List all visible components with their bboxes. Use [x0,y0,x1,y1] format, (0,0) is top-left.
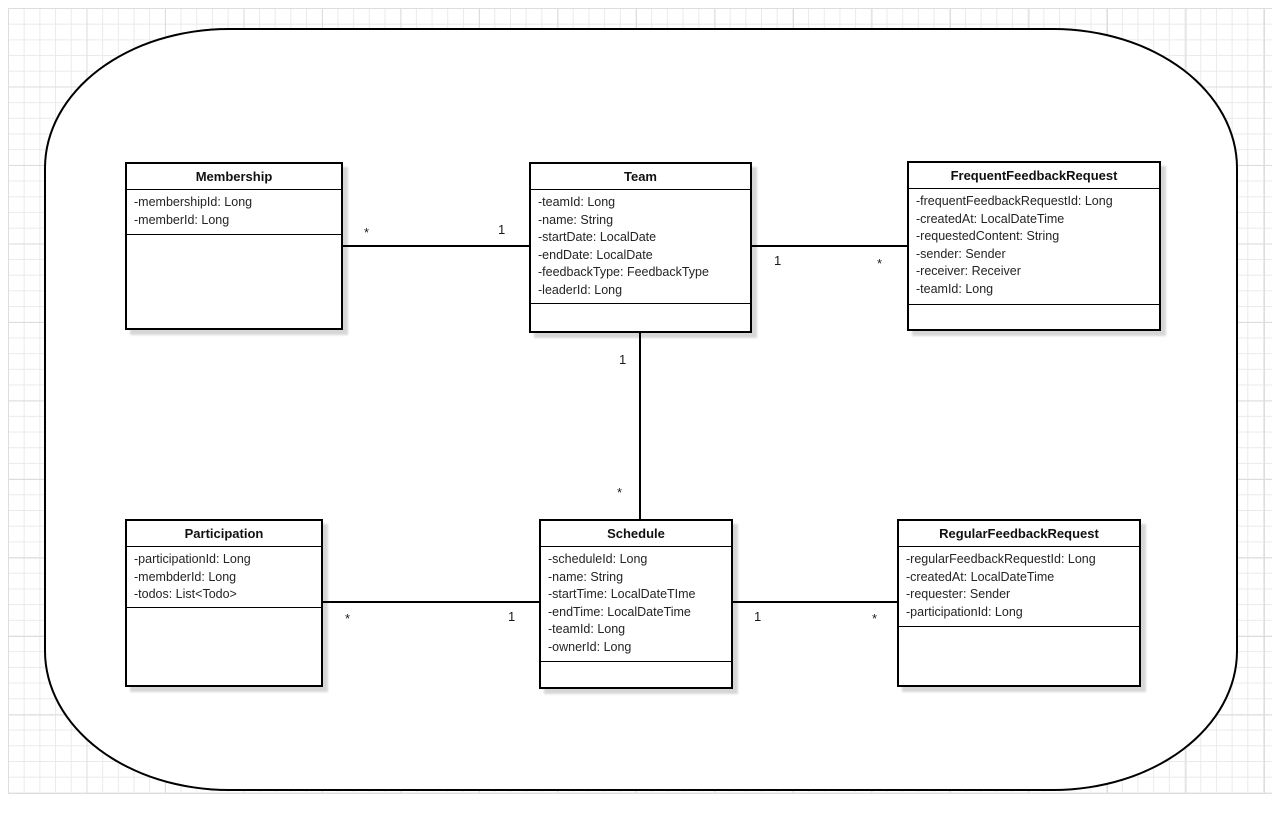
class-attributes: -participationId: Long -membderId: Long -t… [127,547,321,608]
edge-membership-team[interactable] [343,245,531,247]
class-methods-empty [541,662,731,687]
attribute-line: -leaderId: Long [538,282,623,297]
multiplicity-label: 1 [754,609,762,624]
multiplicity-label: 1 [619,352,627,367]
attribute-line: -sender: Sender [916,246,1006,261]
attribute-line: -feedbackType: FeedbackType [538,265,709,280]
attribute-line: -createdAt: LocalDateTime [916,211,1065,226]
multiplicity-label: * [364,225,370,240]
class-methods-empty [899,627,1139,685]
edge-team-schedule[interactable] [639,333,641,520]
attribute-line: -frequentFeedbackRequestId: Long [916,194,1113,208]
class-attributes: -frequentFeedbackRequestId: Long -created… [909,189,1159,305]
class-box-membership[interactable]: Membership -membershipId: Long -memberId:… [125,162,343,330]
class-box-schedule[interactable]: Schedule -scheduleId: Long-name: String-… [539,519,733,689]
attribute-line: -membderId: Long [134,569,237,584]
attribute-line: -name: String [548,569,624,584]
edge-team-frequentfeedbackrequest[interactable] [752,245,908,247]
attribute-line: -createdAt: LocalDateTime [906,569,1055,584]
attribute-line: -startDate: LocalDate [538,230,657,245]
attribute-line: -teamId: Long [548,622,626,637]
multiplicity-label: 1 [498,222,506,237]
edge-schedule-regularfeedbackrequest[interactable] [733,601,898,603]
class-attributes: -teamId: Long -name: String -startDate: Lo… [531,190,750,304]
class-box-participation[interactable]: Participation -participationId: Long -mem… [125,519,323,687]
class-methods-empty [127,235,341,328]
attribute-line: -requestedContent: String [916,229,1060,244]
attribute-line: -requester: Sender [906,587,1011,602]
attribute-line: -participationId: Long [134,552,251,566]
class-title: FrequentFeedbackRequest [909,163,1159,189]
attribute-line: -endTime: LocalDateTime [548,604,691,619]
class-title: Participation [127,521,321,547]
multiplicity-label: * [617,485,623,500]
multiplicity-label: * [345,611,351,626]
attribute-line: -ownerId: Long [548,639,632,654]
attribute-line: -teamId: Long [916,281,994,296]
multiplicity-label: * [877,256,883,271]
class-box-regularfeedbackrequest[interactable]: RegularFeedbackRequest -regularFeedbackR… [897,519,1141,687]
class-methods-empty [909,305,1159,329]
class-title: Membership [127,164,341,190]
attribute-line: -startTime: LocalDateTIme [548,587,696,602]
attribute-line: -memberId: Long [134,212,230,227]
class-methods-empty [531,304,750,331]
class-box-team[interactable]: Team -teamId: Long -name: String -startDat… [529,162,752,333]
class-box-frequentfeedbackrequest[interactable]: FrequentFeedbackRequest -frequentFeedbac… [907,161,1161,331]
attribute-line: -receiver: Receiver [916,264,1021,279]
class-title: RegularFeedbackRequest [899,521,1139,547]
multiplicity-label: 1 [508,609,516,624]
multiplicity-label: 1 [774,253,782,268]
attribute-line: -teamId: Long [538,195,616,209]
attribute-line: -membershipId: Long [134,195,253,209]
attribute-line: -endDate: LocalDate [538,247,653,262]
attribute-line: -regularFeedbackRequestId: Long [906,552,1096,566]
attribute-line: -todos: List<Todo> [134,587,237,602]
attribute-line: -name: String [538,212,614,227]
edge-participation-schedule[interactable] [323,601,540,603]
class-attributes: -membershipId: Long -memberId: Long [127,190,341,235]
class-title: Team [531,164,750,190]
class-title: Schedule [541,521,731,547]
multiplicity-label: * [872,611,878,626]
attribute-line: -participationId: Long [906,604,1023,619]
attribute-line: -scheduleId: Long [548,552,648,566]
class-attributes: -regularFeedbackRequestId: Long -createdA… [899,547,1139,627]
class-methods-empty [127,608,321,685]
class-attributes: -scheduleId: Long -name: String -startTime… [541,547,731,662]
